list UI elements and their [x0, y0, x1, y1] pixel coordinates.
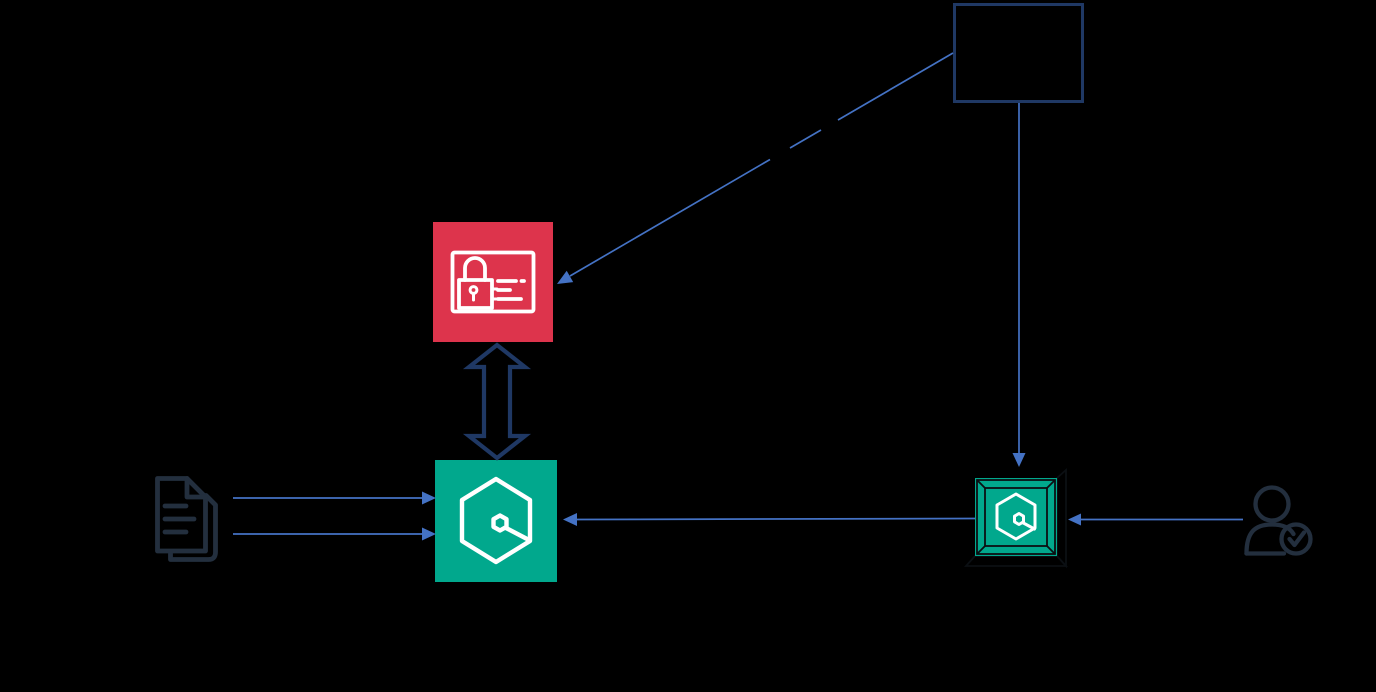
- frame-right-bevel: [1056, 467, 1067, 569]
- empty-rectangle: [953, 3, 1084, 103]
- lock-body: [457, 278, 494, 310]
- edge-box-to-model: [1012, 103, 1026, 467]
- arrowhead: [422, 491, 436, 505]
- hexagon-outline: [995, 492, 1037, 541]
- check-circle: [1279, 522, 1313, 556]
- user-check-icon: [1244, 485, 1313, 556]
- edge-documents-to-sagemaker-lower: [233, 527, 436, 541]
- frame-inner-line: [984, 487, 1048, 547]
- secrets-manager-node: [433, 222, 553, 342]
- edge-user-to-model: [1068, 513, 1243, 526]
- documents-icon: [155, 476, 218, 562]
- lock-id-card-icon: [450, 250, 536, 314]
- hexagon-small-node: [491, 513, 509, 533]
- edge-model-to-sagemaker: [563, 513, 976, 526]
- sagemaker-node: [435, 460, 557, 582]
- plain-box-node: [953, 3, 1084, 103]
- user-head: [1253, 485, 1291, 523]
- user-torso: [1244, 522, 1296, 556]
- frame-corner-ticks: [976, 479, 1056, 555]
- hexagon-outline: [459, 476, 533, 565]
- frame-bottom-bevel: [963, 555, 1069, 567]
- edge-documents-to-sagemaker-upper: [233, 491, 436, 505]
- arrowhead: [1068, 513, 1081, 526]
- card-text-lines: [496, 279, 526, 301]
- arrowhead: [563, 513, 577, 526]
- back-page: [168, 493, 218, 562]
- hexagon-node-icon: [995, 492, 1037, 541]
- sagemaker-model-node: [963, 467, 1069, 569]
- edge-line: [569, 52, 954, 277]
- arrowhead: [1012, 453, 1026, 467]
- lock-shackle: [463, 256, 487, 282]
- hexagon-node-icon: [459, 476, 533, 565]
- edge-secrets-sagemaker-double: [462, 342, 532, 461]
- edge-line: [576, 517, 976, 521]
- hexagon-small-node: [1013, 512, 1025, 526]
- page-fold: [184, 476, 208, 500]
- card-outline: [450, 250, 536, 314]
- front-page: [155, 476, 208, 554]
- hexagon-connector: [1021, 521, 1036, 531]
- document-text-lines: [162, 503, 197, 535]
- hexagon-connector: [503, 525, 532, 543]
- frame-outer-line: [976, 479, 1056, 555]
- arrowhead: [422, 527, 436, 541]
- check-mark: [1287, 530, 1307, 548]
- double-arrow-outline: [462, 342, 532, 461]
- edge-box-to-secrets: [557, 52, 954, 284]
- arrowhead: [557, 270, 574, 284]
